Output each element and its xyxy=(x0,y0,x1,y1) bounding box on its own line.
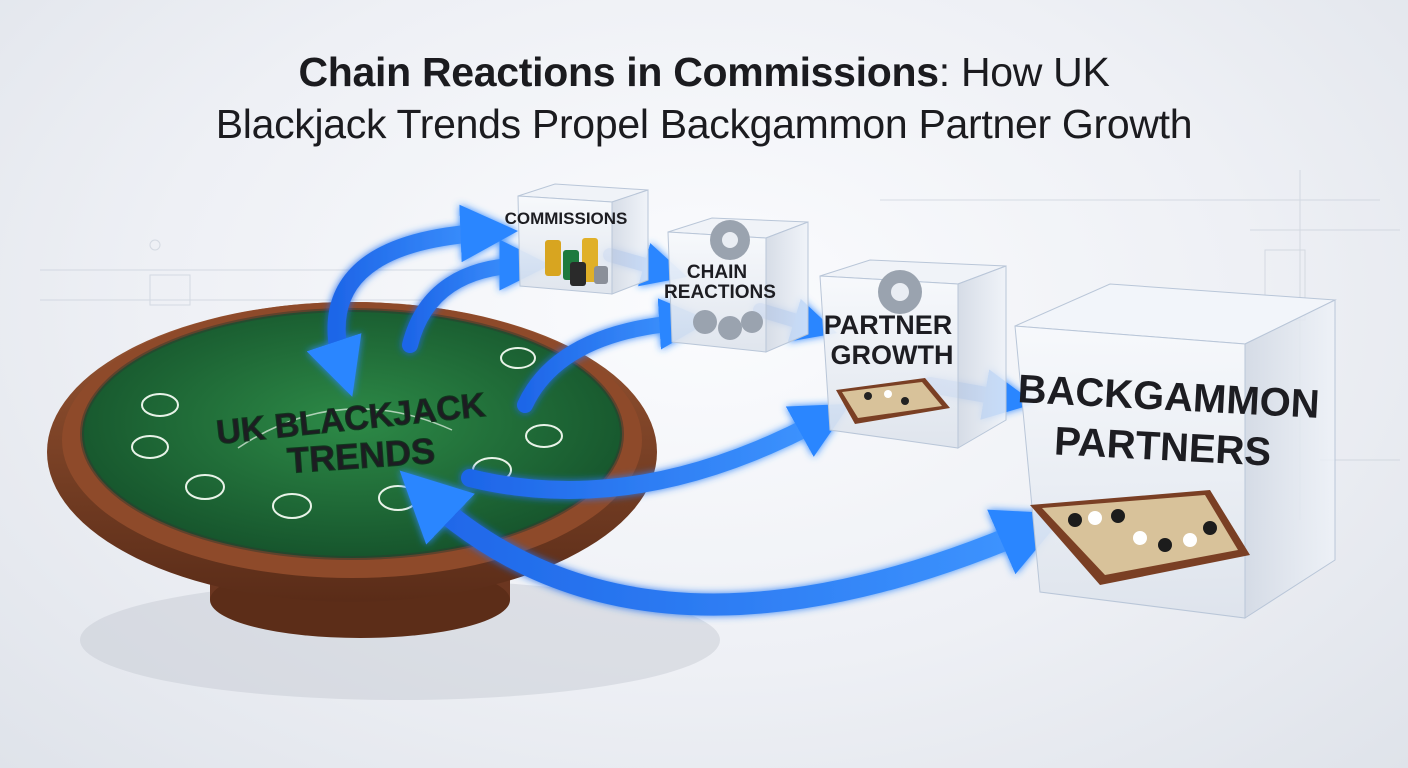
partner-label-line-2: GROWTH xyxy=(831,340,954,370)
title-line-1-rest: : How UK xyxy=(938,49,1110,95)
chip-stack-icon xyxy=(545,238,608,286)
arrow-table-chain xyxy=(517,298,711,413)
arrow-table-commissions xyxy=(306,204,519,397)
chain-label-line-2: REACTIONS xyxy=(664,282,776,303)
backgammon-board-icon xyxy=(836,378,950,424)
gear-icon xyxy=(878,270,922,314)
cube-commissions: COMMISSIONS xyxy=(505,183,649,295)
backgammon-board-icon xyxy=(1030,490,1250,585)
arrow-table-commissions-2 xyxy=(402,239,551,353)
partner-label-line-1: PARTNER xyxy=(824,310,953,340)
page-title: Chain Reactions in Commissions: How UK B… xyxy=(0,46,1408,150)
gear-icon xyxy=(693,220,763,340)
commissions-label: COMMISSIONS xyxy=(505,209,628,228)
title-line-1: Chain Reactions in Commissions: How UK xyxy=(0,46,1408,98)
title-emphasis: Chain Reactions in Commissions xyxy=(298,49,939,95)
cube-backgammon-partners: BACKGAMMON PARTNERS xyxy=(1014,283,1337,619)
chain-label-line-1: CHAIN xyxy=(687,262,747,283)
arrow-table-backgammon xyxy=(399,470,1066,616)
title-line-2: Blackjack Trends Propel Backgammon Partn… xyxy=(215,101,1193,147)
cube-chain-reactions: CHAIN REACTIONS xyxy=(664,217,809,353)
cube-partner-growth: PARTNER GROWTH xyxy=(819,259,1007,449)
